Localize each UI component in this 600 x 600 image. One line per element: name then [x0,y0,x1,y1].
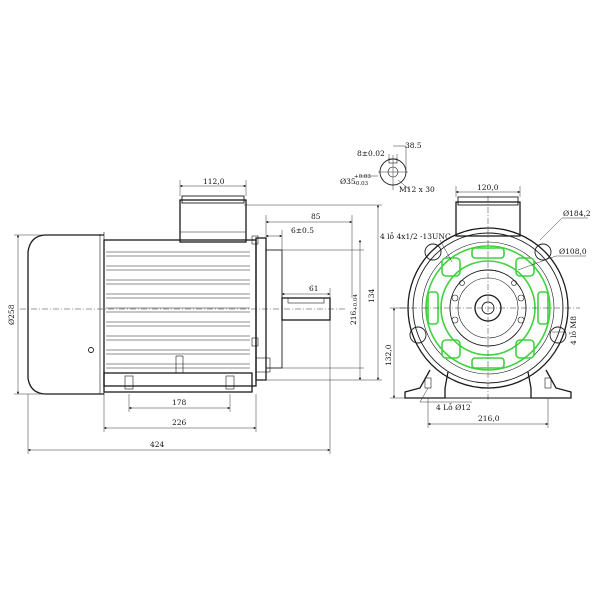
foot-length-label: 226 [172,418,187,427]
flange-to-shaft-label: 85 [311,212,321,221]
terminal-box-width-label: 112,0 [203,177,225,186]
overall-length-label: 424 [150,440,165,449]
shaft-tol-upper-label: +0.03 [354,174,371,180]
front-view [390,186,588,428]
pilot-diameter-label: Ø108,0 [559,247,587,256]
shaft-height-label: 216 [349,310,358,325]
flange-diameter-label: Ø184,2 [563,209,591,218]
front-terminal-box-width-label: 120,0 [477,183,499,192]
key-size-label: 6±0.5 [291,226,314,235]
foot-holes-label: 4 Lỗ Ø12 [436,403,471,412]
shaft-height-tol-label: +0.04 [353,294,359,311]
front-holes-label: 4 lỗ M8 [569,316,578,345]
overall-height-label: 134 [367,288,376,303]
flange-holes-label: 4 lỗ 4x1/2 -13UNC [380,232,451,241]
side-view [14,180,382,454]
shaft-key-width-label: 8±0.02 [357,149,385,158]
axis-height-label: 132,0 [384,344,393,366]
shaft-thread-label: M12 x 30 [399,185,435,194]
shaft-length-label: 61 [309,284,319,293]
shaft-detail [360,145,411,191]
shaft-height-label: 38.5 [405,141,422,150]
foot-width-label: 216,0 [478,414,500,423]
shaft-tol-lower-label: -0.03 [354,181,369,187]
body-diameter-label: Ø258 [7,304,16,325]
foot-hole-spacing-label: 178 [172,398,187,407]
shaft-diameter-label: Ø35 [340,177,356,186]
